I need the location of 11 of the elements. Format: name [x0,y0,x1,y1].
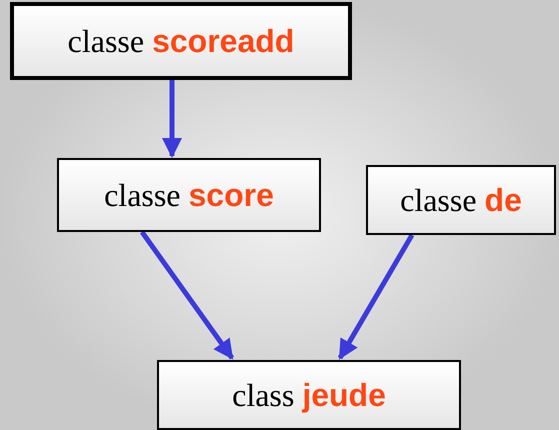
class-box [10,2,352,80]
arrow [162,80,182,158]
arrow [140,230,234,360]
class-name: classe score [104,176,274,214]
class-name: classe scoreadd [68,22,294,60]
class-box [57,158,321,232]
class-box [157,360,461,430]
class-name: classe de [400,182,522,218]
class-name: class jeude [232,376,386,414]
class-box [366,165,556,235]
arrow [338,234,414,360]
